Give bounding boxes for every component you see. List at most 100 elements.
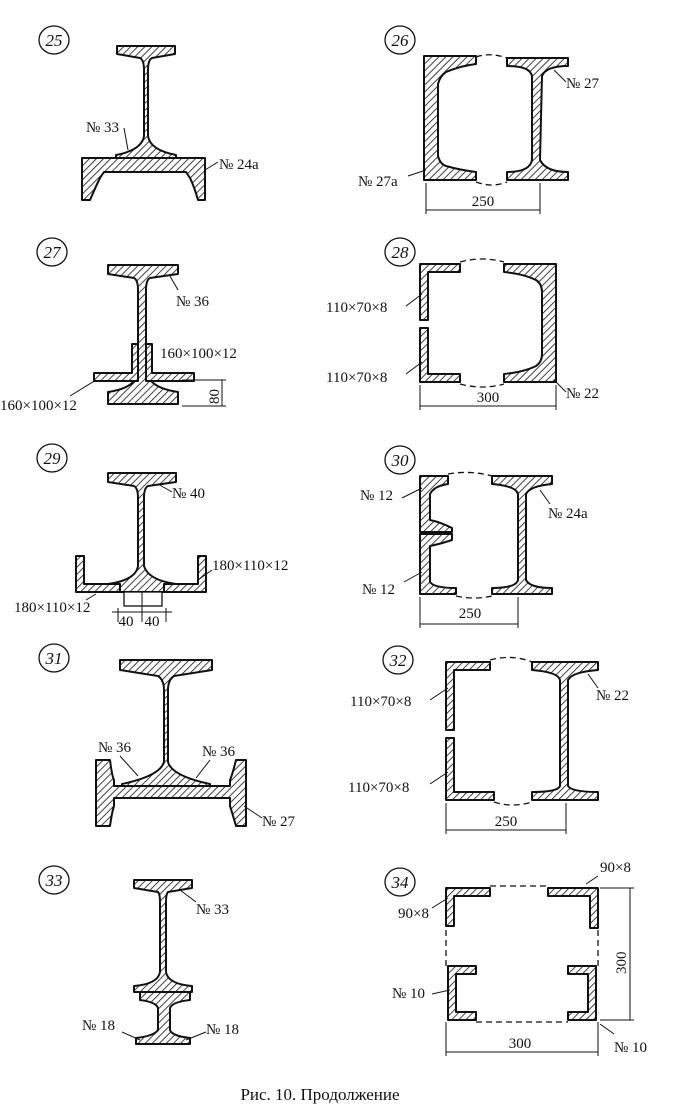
figure-32: 32 110×70×8 № 22 110×70×8 250	[348, 645, 629, 834]
leader-line	[585, 875, 599, 885]
leader-line	[429, 771, 449, 785]
leader-line	[539, 489, 551, 505]
label-angle-upper: 110×70×8	[326, 300, 387, 316]
i-beam-section	[506, 57, 569, 181]
dashed-lacing	[475, 181, 508, 186]
label-angle-right: 180×110×12	[212, 558, 288, 574]
label-no10-left: № 10	[392, 986, 425, 1002]
leader-line	[204, 161, 219, 171]
figure-28: 28 110×70×8 110×70×8 № 22 300	[326, 237, 599, 410]
i-beam-section	[107, 264, 179, 405]
leader-line	[431, 989, 451, 995]
label-no36-right: № 36	[202, 744, 236, 760]
figure-25: 25 № 33 № 24а	[38, 25, 259, 201]
channel-section	[503, 263, 557, 383]
dashed-lacing	[447, 471, 493, 477]
figure-34: 34 90×8 90×8 № 10 № 10 300 300	[384, 860, 647, 1056]
dimension-label-vertical: 300	[614, 952, 630, 975]
dimension-label: 40	[145, 614, 160, 630]
label-angle-right: 90×8	[600, 860, 631, 876]
angle-section-right	[145, 343, 195, 382]
angle-section-upper	[419, 263, 461, 321]
leader-line	[403, 571, 423, 583]
figure-27: 27 № 36 160×100×12 160×100×12 80	[0, 237, 237, 414]
figure-number-circle	[38, 25, 70, 55]
label-angle-left: 90×8	[398, 906, 429, 922]
i-beam-section-horizontal	[95, 759, 247, 827]
figure-number-circle	[38, 643, 70, 673]
label-no40: № 40	[172, 486, 205, 502]
angle-section-left	[75, 555, 121, 593]
leader-line	[119, 755, 139, 777]
i-beam-section	[119, 659, 213, 791]
leader-line	[553, 379, 567, 393]
label-no36: № 36	[176, 294, 210, 310]
leader-line	[123, 127, 129, 151]
i-beam-section	[107, 472, 177, 593]
dashed-lacing	[459, 383, 505, 388]
leader-line	[243, 805, 263, 819]
i-beam-section	[115, 45, 177, 161]
angle-section-lower	[419, 327, 461, 383]
dashed-lacing	[455, 595, 493, 599]
gap-plate	[123, 591, 163, 607]
angle-section-left	[93, 343, 139, 382]
channel-section	[423, 55, 477, 181]
figure-number: 32	[389, 651, 408, 670]
label-no18-left: № 18	[82, 1018, 115, 1034]
label-no27: № 27	[566, 76, 600, 92]
leader-line	[197, 569, 213, 581]
figure-number: 31	[45, 649, 63, 668]
dimension-label: 80	[207, 389, 223, 404]
leader-line	[587, 673, 599, 689]
figure-number-circle	[36, 237, 68, 267]
angle-section-upper	[445, 661, 491, 731]
label-angle-left: 180×110×12	[14, 600, 90, 616]
leader-line	[405, 293, 423, 307]
dimension-label: 250	[472, 194, 495, 210]
figure-number-circle	[384, 445, 416, 475]
leader-line	[195, 759, 211, 779]
dashed-lacing	[493, 801, 533, 806]
figure-number: 33	[45, 871, 63, 890]
figure-33: 33 № 33 № 18 № 18	[38, 865, 239, 1045]
angle-section-right	[163, 555, 207, 593]
dimension-label-horizontal: 300	[509, 1036, 532, 1052]
leader-line	[69, 379, 97, 397]
dimension-label: 250	[459, 606, 482, 622]
label-angle-lower: 160×100×12	[0, 398, 77, 414]
figure-number-circle	[36, 443, 68, 473]
label-no27a: № 27а	[358, 174, 398, 190]
i-beam-section	[133, 879, 193, 993]
figure-number-circle	[38, 865, 70, 895]
i-beam-section-lower	[135, 991, 191, 1045]
label-no33: № 33	[196, 902, 229, 918]
dimension-label: 40	[119, 614, 134, 630]
label-no24a: № 24а	[548, 506, 588, 522]
label-angle-lower: 110×70×8	[326, 370, 387, 386]
figure-31: 31 № 36 № 36 № 27	[38, 643, 296, 830]
label-angle-lower: 110×70×8	[348, 780, 409, 796]
i-beam-section	[491, 475, 553, 595]
figure-number-circle	[384, 25, 416, 55]
label-angle-upper: 160×100×12	[160, 346, 237, 362]
dashed-lacing	[475, 54, 508, 59]
figure-number: 28	[392, 243, 410, 262]
figure-number: 25	[46, 31, 63, 50]
figure-number: 27	[44, 243, 63, 262]
label-no27: № 27	[262, 814, 296, 830]
label-no22: № 22	[596, 688, 629, 704]
leader-line	[179, 889, 197, 903]
dashed-lacing	[459, 258, 505, 263]
leader-line	[169, 275, 179, 291]
channel-section-left	[447, 965, 477, 1021]
label-no12-lower: № 12	[362, 582, 395, 598]
label-no24a: № 24а	[219, 157, 259, 173]
leader-line	[553, 69, 567, 83]
angle-section-left	[445, 887, 491, 927]
figure-number: 26	[392, 31, 410, 50]
label-angle-upper: 110×70×8	[350, 694, 411, 710]
channel-section-lower	[419, 533, 457, 595]
leader-line	[157, 483, 173, 493]
figure-caption: Рис. 10. Продолжение	[240, 1085, 399, 1104]
